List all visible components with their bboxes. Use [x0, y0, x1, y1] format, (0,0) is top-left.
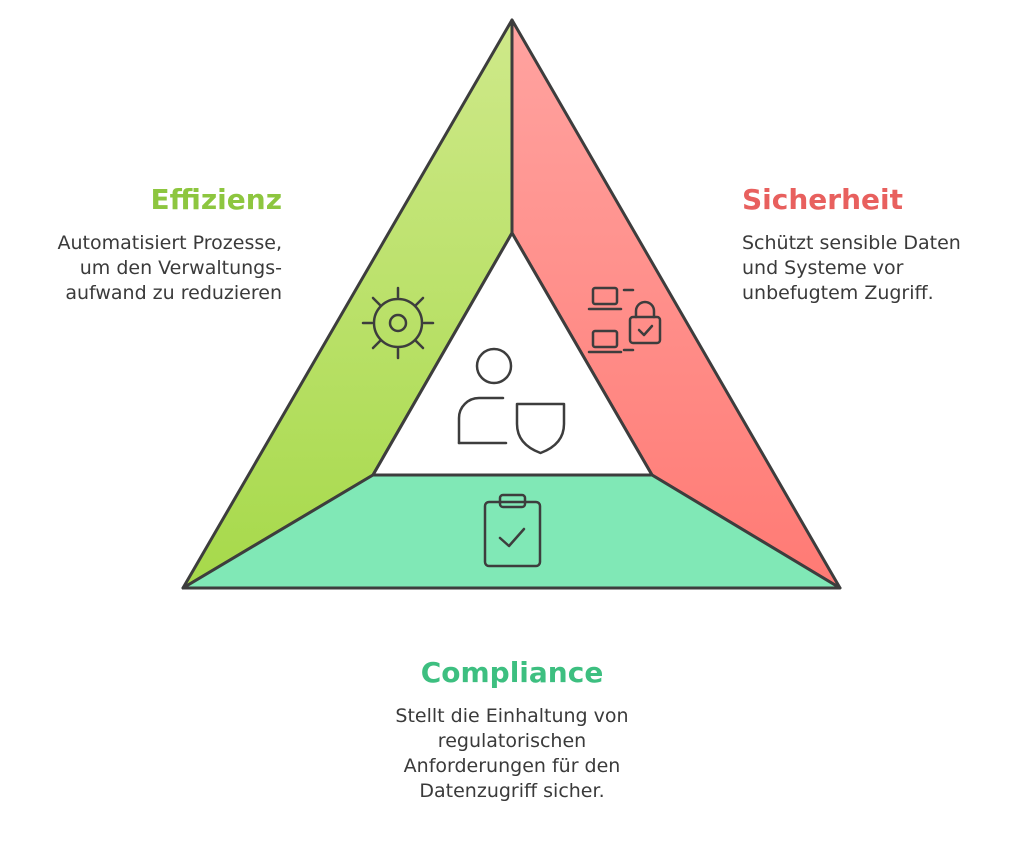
- clipboard-check-icon: [483, 493, 542, 568]
- compliance-block: Compliance Stellt die Einhaltung von reg…: [362, 656, 662, 804]
- efficiency-title: Effizienz: [150, 183, 282, 216]
- compliance-description: Stellt die Einhaltung von regulatorische…: [395, 705, 629, 802]
- user-shield-icon: [457, 347, 566, 455]
- security-block: Sicherheit Schützt sensible Daten und Sy…: [742, 183, 1012, 306]
- compliance-title: Compliance: [420, 656, 604, 689]
- laptops-lock-icon: [587, 286, 662, 354]
- security-description: Schützt sensible Daten und Systeme vor u…: [742, 232, 961, 304]
- security-title: Sicherheit: [742, 183, 903, 216]
- gear-icon: [361, 286, 435, 360]
- efficiency-block: Effizienz Automatisiert Prozesse, um den…: [20, 183, 283, 306]
- center-triangle: [371, 231, 654, 477]
- efficiency-description: Automatisiert Prozesse, um den Verwaltun…: [57, 232, 283, 304]
